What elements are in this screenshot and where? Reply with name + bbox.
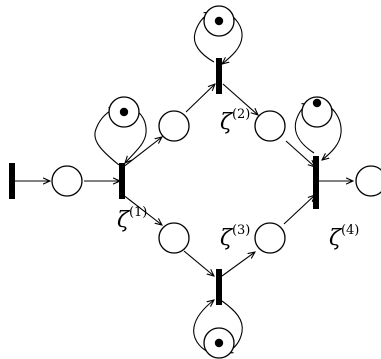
- place-upper-left: [158, 110, 190, 142]
- transition-t4: [313, 156, 319, 209]
- arc-upper-place-to-t2: [185, 84, 215, 113]
- label-zeta-2-symbol: ζ: [220, 110, 232, 135]
- label-zeta-3-symbol: ζ: [220, 226, 232, 251]
- label-zeta-2-index: (2): [231, 107, 251, 122]
- token-self-loop-t1: [119, 107, 129, 117]
- transition-t3: [216, 269, 222, 305]
- token-self-loop-t2: [214, 16, 224, 26]
- label-zeta-3-index: (3): [231, 223, 251, 238]
- arc-t1-to-lower-place: [121, 193, 162, 225]
- place-lower-right: [254, 222, 286, 254]
- arc-lower-right-place-to-t4: [283, 195, 315, 225]
- token-self-loop-t3: [214, 338, 224, 348]
- label-zeta-3: ζ(3): [220, 224, 250, 251]
- transition-t2: [216, 58, 222, 94]
- transition-source: [9, 163, 15, 199]
- arc-t1-to-upper-place: [121, 137, 162, 169]
- place-upper-right: [254, 110, 286, 142]
- label-zeta-4: ζ(4): [329, 224, 359, 251]
- label-zeta-1: ζ(1): [117, 206, 147, 233]
- place-lower-left: [158, 222, 190, 254]
- label-zeta-1-symbol: ζ: [117, 208, 129, 233]
- label-zeta-2: ζ(2): [220, 108, 250, 135]
- arc-self-loop-place-to-t3: [193, 300, 214, 353]
- place-self-loop-t4: [301, 96, 333, 128]
- arc-self-loop-place-to-t4: [322, 103, 342, 160]
- arc-t3-to-lower-right-place: [221, 252, 255, 277]
- place-output: [355, 165, 381, 197]
- place-input: [51, 165, 83, 197]
- token-self-loop-t4: [312, 98, 322, 108]
- label-zeta-1-index: (1): [128, 205, 148, 220]
- label-zeta-4-index: (4): [340, 223, 360, 238]
- arc-t2-to-upper-right-place: [222, 83, 258, 115]
- transition-t1: [119, 163, 125, 199]
- arc-lower-place-to-t3: [183, 250, 214, 276]
- label-zeta-4-symbol: ζ: [329, 226, 341, 251]
- arc-upper-right-place-to-t4: [285, 140, 315, 167]
